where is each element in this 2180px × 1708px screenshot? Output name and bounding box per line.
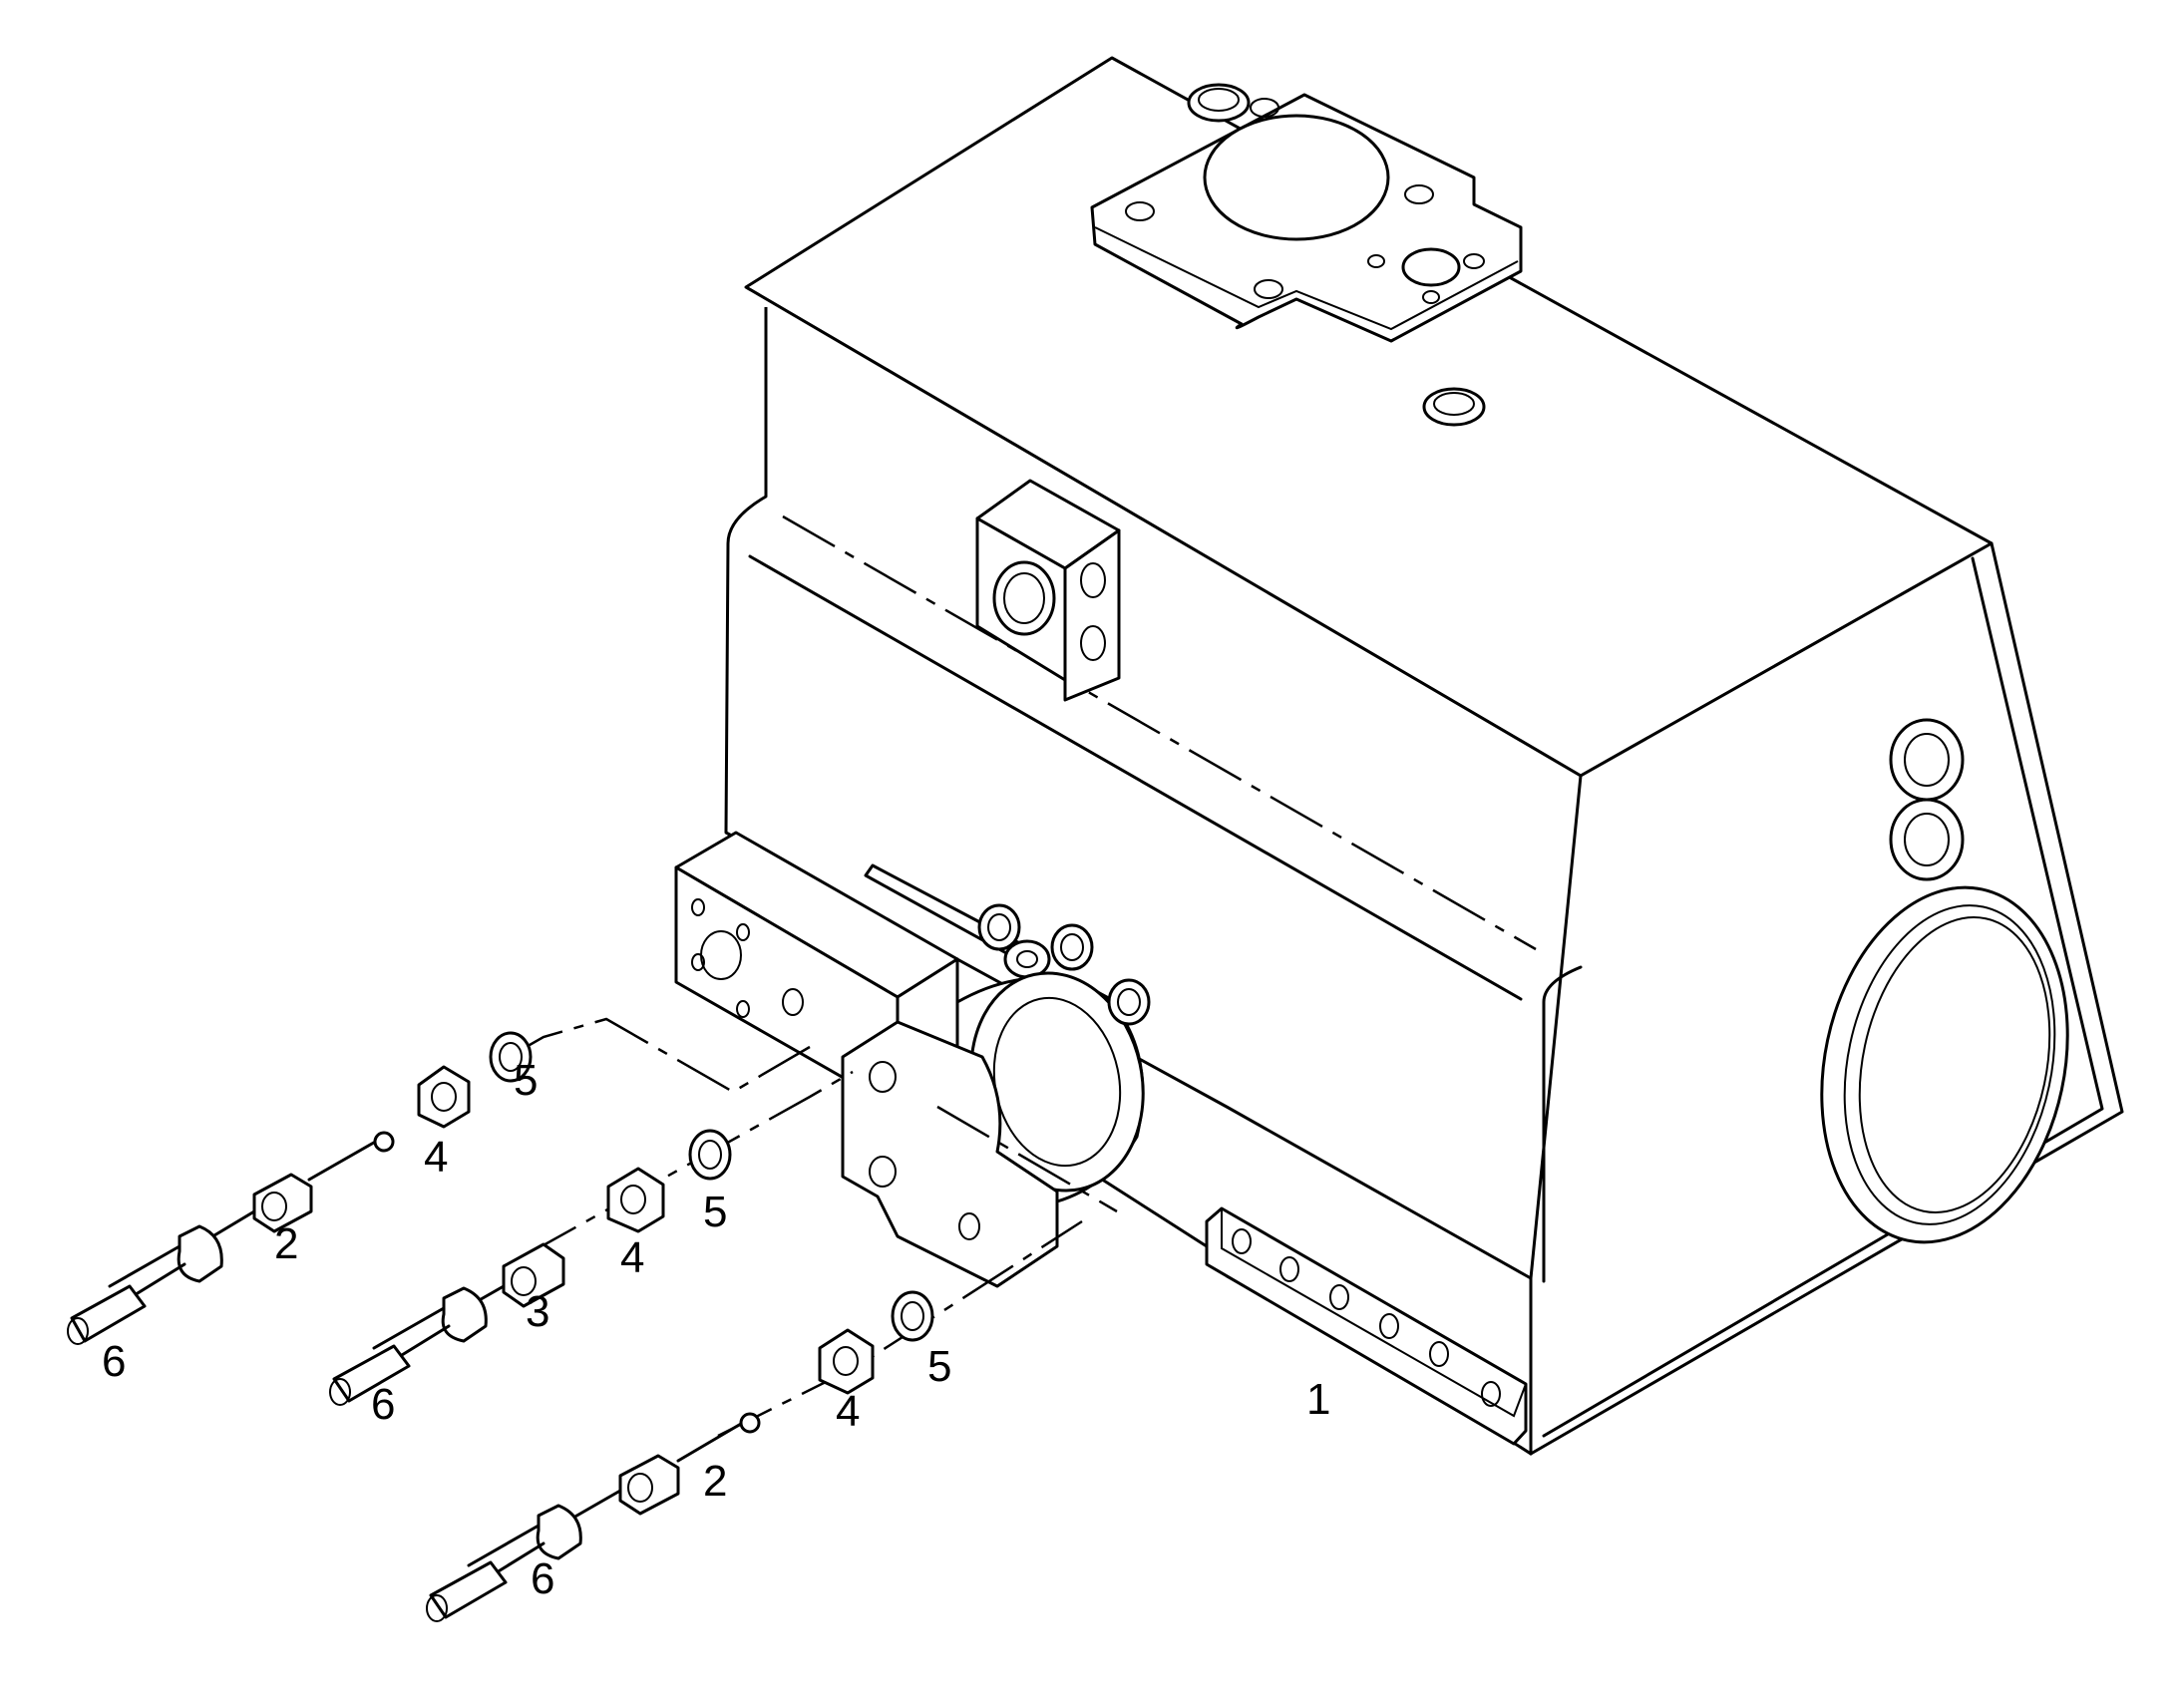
top-flange [1090, 93, 1523, 343]
callout-4-middle: 4 [620, 1233, 644, 1282]
callout-5-upper: 5 [514, 1056, 538, 1105]
callout-5-lower: 5 [927, 1342, 951, 1391]
port-block [975, 479, 1121, 702]
callout-5-middle: 5 [703, 1188, 727, 1236]
callout-4-lower: 4 [836, 1387, 860, 1436]
callout-6-middle: 6 [371, 1380, 395, 1429]
callout-labels: 1 2 2 3 4 4 4 5 5 5 6 6 6 [102, 1056, 1330, 1603]
callout-1: 1 [1306, 1375, 1330, 1424]
callout-2-lower: 2 [703, 1457, 727, 1506]
callout-4-upper: 4 [424, 1133, 448, 1182]
callout-6-upper: 6 [102, 1337, 126, 1386]
fitting-set-middle [329, 1129, 732, 1406]
side-opening [1820, 885, 2069, 1244]
side-bosses [1889, 718, 1965, 881]
fitting-set-lower [426, 1290, 934, 1622]
valve-block-assembly [674, 831, 1151, 1288]
callout-3: 3 [526, 1287, 549, 1336]
callout-6-lower: 6 [531, 1554, 554, 1603]
bottom-plate [1205, 1206, 1528, 1446]
callout-2-upper: 2 [274, 1219, 298, 1268]
fitting-set-upper [67, 1031, 533, 1345]
top-bosses [1187, 83, 1486, 427]
housing-part-1 [724, 56, 2124, 1456]
